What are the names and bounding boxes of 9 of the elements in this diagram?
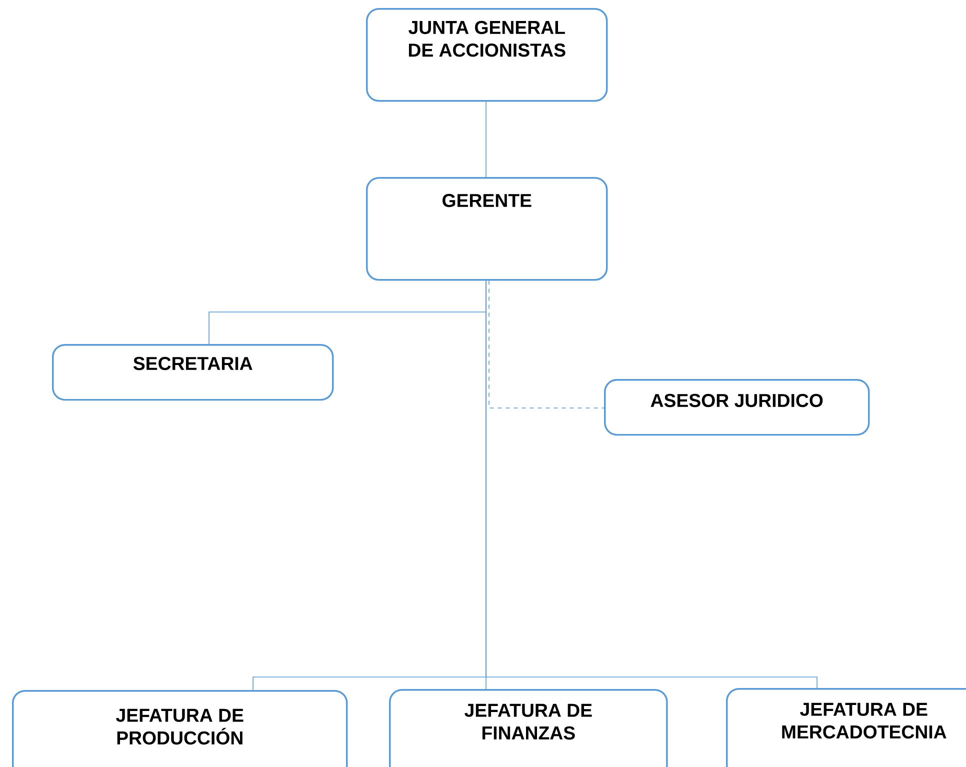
org-box: JEFATURA DE FINANZAS xyxy=(389,689,668,767)
org-box: GERENTE xyxy=(366,177,608,281)
org-box: SECRETARIA xyxy=(52,344,334,401)
org-box: JUNTA GENERAL DE ACCIONISTAS xyxy=(366,8,608,102)
org-box: ASESOR JURIDICO xyxy=(604,379,870,436)
connector-line xyxy=(486,280,818,688)
connector-line xyxy=(488,280,604,408)
org-box: JEFATURA DE PRODUCCIÓN xyxy=(12,690,348,767)
org-box: JEFATURA DE MERCADOTECNIA xyxy=(726,688,966,767)
